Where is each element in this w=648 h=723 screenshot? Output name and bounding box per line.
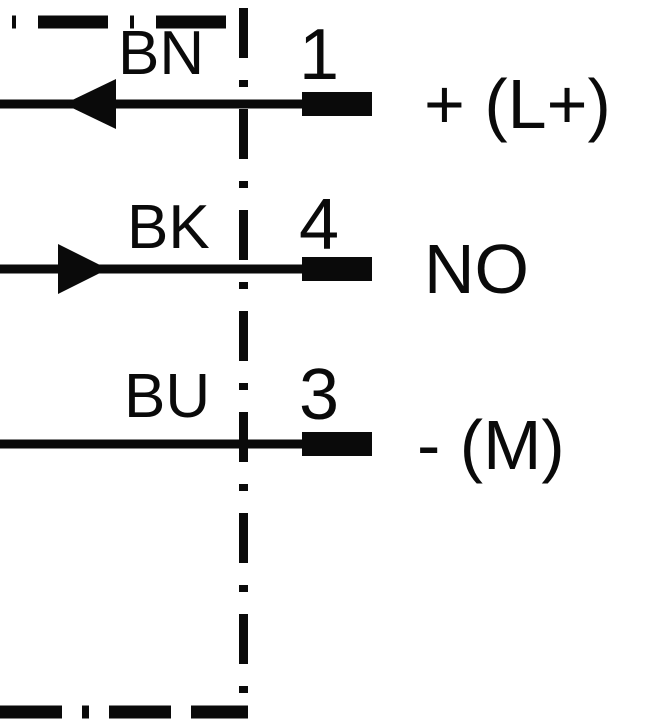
- terminal-block-pin-3: [302, 432, 372, 456]
- function-label-output-no: NO: [424, 230, 529, 308]
- wire-color-label-bk: BK: [127, 193, 210, 262]
- arrow-left-supply-positive: [64, 79, 116, 129]
- wire-color-label-bn: BN: [118, 19, 204, 88]
- function-label-supply-negative: - (M): [417, 406, 565, 484]
- wire-color-label-bu: BU: [124, 362, 210, 431]
- arrow-right-output-no: [58, 244, 108, 294]
- terminal-block-pin-1: [302, 92, 372, 116]
- function-label-supply-positive: + (L+): [424, 65, 611, 143]
- connection-row-bk: BK 4 NO: [0, 185, 529, 308]
- connection-row-bn: BN 1 + (L+): [0, 15, 611, 143]
- terminal-block-pin-4: [302, 257, 372, 281]
- enclosure-boundary: [0, 8, 248, 719]
- pin-number-label-1: 1: [299, 15, 339, 95]
- pin-number-label-3: 3: [299, 355, 339, 435]
- pin-number-label-4: 4: [299, 185, 339, 265]
- connection-row-bu: BU 3 - (M): [0, 355, 565, 484]
